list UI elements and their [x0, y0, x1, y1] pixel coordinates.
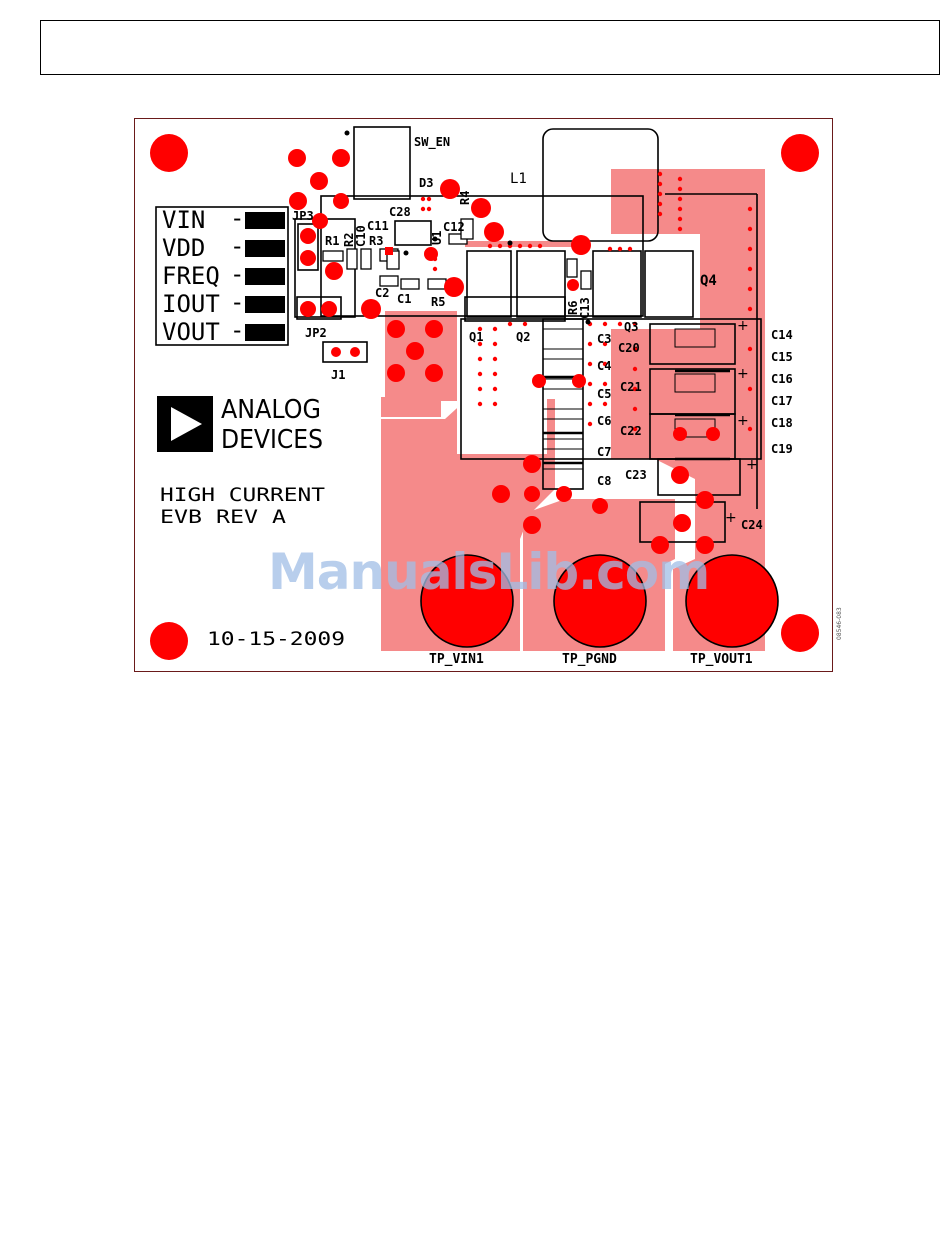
label-tp-pgnd: TP_PGND: [562, 652, 617, 667]
plus-mark-c24: +: [725, 510, 737, 526]
pin-dash-vdd: -: [230, 232, 244, 260]
title-line1: HIGH CURRENT: [160, 484, 325, 506]
label-c4: C4: [597, 359, 611, 373]
label-c19: C19: [771, 442, 793, 456]
label-tp-vin1: TP_VIN1: [429, 652, 484, 667]
label-c13: C13: [578, 297, 592, 319]
brand-line1: ANALOG: [221, 395, 321, 425]
label-c15: C15: [771, 350, 793, 364]
plus-mark-c18: +: [737, 413, 749, 429]
label-u1: U1: [430, 231, 444, 245]
label-jp3: JP3: [292, 209, 314, 223]
plus-mark-c19: +: [746, 457, 758, 473]
label-c8: C8: [597, 474, 611, 488]
label-r4: R4: [458, 191, 472, 205]
label-l1: L1: [510, 171, 527, 187]
pin-dash-iout: -: [230, 288, 244, 316]
pin-label-vin: VIN: [162, 206, 205, 234]
label-c7: C7: [597, 445, 611, 459]
title-line2: EVB REV A: [160, 506, 287, 528]
label-c17: C17: [771, 394, 793, 408]
pin-blocks: [245, 212, 285, 341]
figure-code: 08546-083: [836, 607, 843, 640]
label-sw-en: SW_EN: [414, 135, 450, 150]
header-box: [40, 20, 940, 75]
label-r5: R5: [431, 295, 445, 309]
label-c28: C28: [389, 205, 411, 219]
brand-line2: DEVICES: [221, 425, 323, 455]
label-d3: D3: [419, 176, 433, 190]
watermark-text: ManualsLib.com: [268, 543, 708, 601]
pin-dash-vin: -: [230, 204, 244, 232]
label-r3: R3: [369, 234, 383, 248]
label-q4: Q4: [700, 273, 717, 289]
label-c22: C22: [620, 424, 642, 438]
label-c11: C11: [367, 219, 389, 233]
label-c24: C24: [741, 518, 763, 532]
label-c16: C16: [771, 372, 793, 386]
pin-label-vdd: VDD: [162, 234, 205, 262]
label-c14: C14: [771, 328, 793, 342]
label-c3: C3: [597, 332, 611, 346]
label-jp2: JP2: [305, 326, 327, 340]
board-date: 10-15-2009: [207, 628, 345, 650]
pin-label-iout: IOUT: [162, 290, 220, 318]
label-r1: R1: [325, 234, 339, 248]
plus-mark-c16: +: [737, 366, 749, 382]
label-c5: C5: [597, 387, 611, 401]
label-c12: C12: [443, 220, 465, 234]
pin-label-freq: FREQ: [162, 262, 220, 290]
pin-label-vout: VOUT: [162, 318, 220, 346]
label-c1: C1: [397, 292, 411, 306]
label-q2: Q2: [516, 330, 530, 344]
label-j1: J1: [331, 368, 345, 382]
label-c6: C6: [597, 414, 611, 428]
analog-devices-logo: [157, 396, 213, 452]
label-c21: C21: [620, 380, 642, 394]
label-c10: C10: [354, 225, 368, 247]
label-c18: C18: [771, 416, 793, 430]
plus-mark-c14: +: [737, 318, 749, 334]
label-q1: Q1: [469, 330, 483, 344]
label-c2: C2: [375, 286, 389, 300]
pin-dash-vout: -: [230, 316, 244, 344]
pin-dash-freq: -: [230, 260, 244, 288]
label-c20: C20: [618, 341, 640, 355]
label-c23: C23: [625, 468, 647, 482]
label-tp-vout1: TP_VOUT1: [690, 652, 753, 667]
label-q3: Q3: [624, 320, 638, 334]
